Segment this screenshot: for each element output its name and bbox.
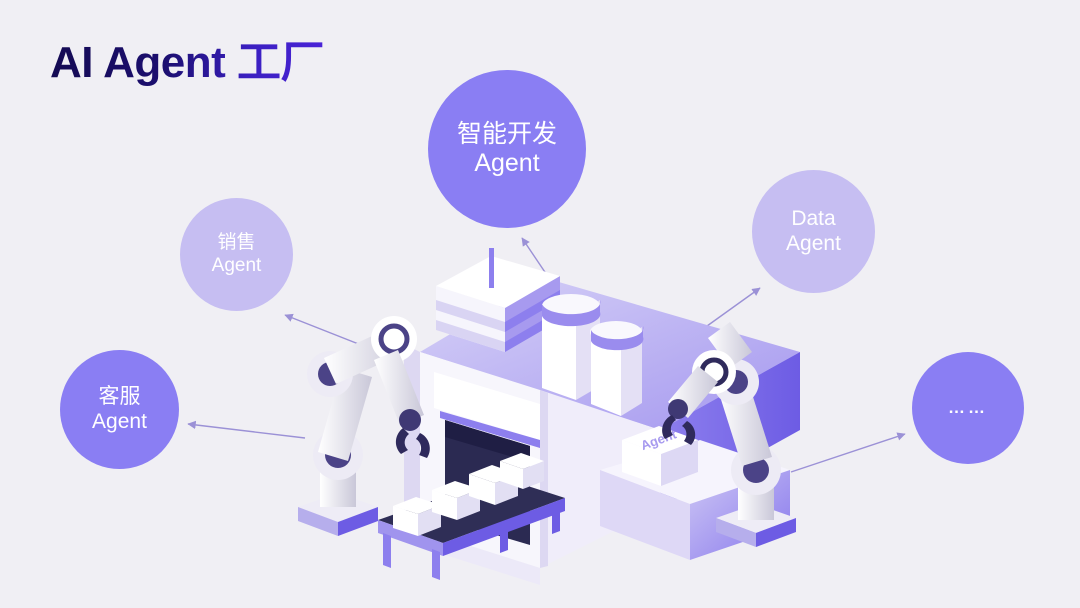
bubble-dev-agent-line2: Agent xyxy=(474,149,540,177)
page-title: AI Agent 工厂 xyxy=(50,26,324,90)
left-arm-elbow xyxy=(371,316,417,362)
bubble-sales-agent-line2: Agent xyxy=(211,254,262,276)
belt-front-edge xyxy=(378,520,443,556)
arrow-to-customer-service-agent xyxy=(187,420,306,439)
tunnel-inner-shade xyxy=(445,420,530,462)
bubble-sales-agent-line1: 销售 xyxy=(217,232,256,254)
bubble-customer-service-agent-line2: Agent xyxy=(92,409,147,433)
bubble-customer-service-agent-line1: 客服 xyxy=(98,384,141,408)
right-arm-segment-upper xyxy=(708,322,752,368)
belt-leg-1 xyxy=(383,533,391,568)
factory-lintel xyxy=(434,372,540,440)
bubble-more-agent-line1: …… xyxy=(948,397,988,417)
left-arm-forearm xyxy=(374,350,424,425)
tower-antenna xyxy=(489,248,494,288)
right-arm-base-right xyxy=(756,518,796,547)
left-robot-arm xyxy=(298,316,430,536)
belt-leg-4 xyxy=(552,503,560,534)
bubble-data-agent-line2: Agent xyxy=(786,231,841,255)
factory-lintel-stripe xyxy=(440,411,540,448)
left-arm-base-top xyxy=(298,493,378,522)
left-arm-segment-lower xyxy=(318,368,372,461)
conveyor-belt xyxy=(378,453,565,580)
left-arm-base-right xyxy=(338,507,378,536)
chimney-tall xyxy=(542,294,601,400)
platform-front xyxy=(600,470,690,560)
bubble-sales-agent[interactable]: 销售 Agent xyxy=(180,198,293,311)
product-box xyxy=(500,453,544,489)
left-arm-base-front xyxy=(298,507,338,536)
left-arm-wrist xyxy=(399,409,421,431)
right-arm-wrist xyxy=(668,399,688,419)
bubble-more-agent[interactable]: …… xyxy=(912,352,1024,464)
right-robot-arm xyxy=(662,322,796,547)
belt-leg-2 xyxy=(432,549,440,580)
bubble-dev-agent-line1: 智能开发 xyxy=(456,119,557,148)
bubble-dev-agent[interactable]: 智能开发 Agent xyxy=(428,70,586,228)
right-arm-base-front xyxy=(716,518,756,547)
arrow-to-more-agent xyxy=(790,432,906,473)
bubble-data-agent-line1: Data xyxy=(791,206,836,230)
bubble-data-agent[interactable]: Data Agent xyxy=(752,170,875,293)
product-box xyxy=(432,481,480,520)
left-arm-gripper xyxy=(395,428,430,458)
right-arm-gripper xyxy=(662,415,696,445)
belt-leg-3 xyxy=(500,522,508,553)
bubble-customer-service-agent[interactable]: 客服 Agent xyxy=(60,350,179,469)
chimney-short xyxy=(590,321,644,416)
